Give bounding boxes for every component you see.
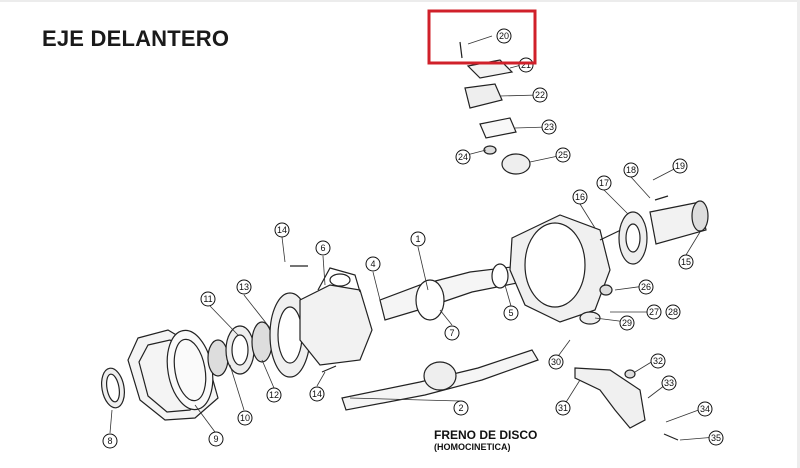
svg-text:35: 35: [711, 433, 721, 443]
callout-23: 23: [541, 119, 557, 135]
svg-text:18: 18: [626, 165, 636, 175]
svg-text:31: 31: [558, 403, 568, 413]
callout-16: 16: [572, 189, 588, 205]
svg-text:23: 23: [544, 122, 554, 132]
callout-11: 11: [200, 291, 216, 307]
svg-text:2: 2: [458, 403, 463, 413]
svg-text:33: 33: [664, 378, 674, 388]
svg-text:26: 26: [641, 282, 651, 292]
diagram-parts: [101, 41, 709, 441]
svg-text:29: 29: [622, 318, 632, 328]
callout-17: 17: [596, 175, 612, 191]
callout-12: 12: [266, 387, 282, 403]
caption-main: FRENO DE DISCO: [434, 428, 538, 442]
svg-text:9: 9: [213, 434, 218, 444]
callout-22: 22: [532, 87, 548, 103]
svg-text:24: 24: [458, 152, 468, 162]
callout-10: 10: [237, 410, 253, 426]
callout-33: 33: [661, 375, 677, 391]
callout-8: 8: [102, 433, 118, 449]
callout-25: 25: [555, 147, 571, 163]
callout-31: 31: [555, 400, 571, 416]
callout-6: 6: [315, 240, 331, 256]
svg-text:25: 25: [558, 150, 568, 160]
svg-text:22: 22: [535, 90, 545, 100]
svg-text:27: 27: [649, 307, 659, 317]
callout-32: 32: [650, 353, 666, 369]
svg-text:14: 14: [277, 225, 287, 235]
callout-29: 29: [619, 315, 635, 331]
callout-1: 1: [410, 231, 426, 247]
callout-7: 7: [444, 325, 460, 341]
callout-35: 35: [708, 430, 724, 446]
callouts: 1 2 4 5 6 7 8 9 10 11 12 13 14 14 15 16 …: [102, 28, 724, 449]
highlight-box: [427, 9, 537, 65]
svg-text:4: 4: [370, 259, 375, 269]
caption: FRENO DE DISCO (HOMOCINETICA): [434, 429, 537, 453]
callout-9: 9: [208, 431, 224, 447]
callout-24: 24: [455, 149, 471, 165]
callout-4: 4: [365, 256, 381, 272]
callout-21: 21: [518, 57, 534, 73]
svg-text:17: 17: [599, 178, 609, 188]
svg-text:6: 6: [320, 243, 325, 253]
svg-text:20: 20: [499, 31, 509, 41]
svg-text:19: 19: [675, 161, 685, 171]
callout-15: 15: [678, 254, 694, 270]
callout-27: 27: [646, 304, 662, 320]
svg-text:16: 16: [575, 192, 585, 202]
svg-text:14: 14: [312, 389, 322, 399]
svg-text:11: 11: [203, 294, 212, 304]
callout-14-top: 14: [274, 222, 290, 238]
callout-30: 30: [548, 354, 564, 370]
svg-text:7: 7: [449, 328, 454, 338]
svg-text:32: 32: [653, 356, 663, 366]
top-border: [0, 0, 800, 2]
callout-34: 34: [697, 401, 713, 417]
svg-text:8: 8: [107, 436, 112, 446]
svg-text:15: 15: [681, 257, 691, 267]
svg-text:34: 34: [700, 404, 710, 414]
callout-14-bottom: 14: [309, 386, 325, 402]
svg-text:1: 1: [415, 234, 420, 244]
callout-19: 19: [672, 158, 688, 174]
callout-18: 18: [623, 162, 639, 178]
svg-text:10: 10: [240, 413, 250, 423]
callout-20: 20: [496, 28, 512, 44]
callout-26: 26: [638, 279, 654, 295]
callout-13: 13: [236, 279, 252, 295]
callout-2: 2: [453, 400, 469, 416]
svg-text:5: 5: [508, 308, 513, 318]
svg-text:28: 28: [668, 307, 678, 317]
svg-text:30: 30: [551, 357, 561, 367]
right-border: [797, 0, 800, 468]
svg-text:12: 12: [269, 390, 279, 400]
page-title: EJE DELANTERO: [42, 26, 230, 51]
svg-text:13: 13: [239, 282, 249, 292]
caption-sub: (HOMOCINETICA): [434, 442, 511, 452]
callout-28: 28: [665, 304, 681, 320]
callout-5: 5: [503, 305, 519, 321]
svg-text:21: 21: [521, 60, 531, 70]
